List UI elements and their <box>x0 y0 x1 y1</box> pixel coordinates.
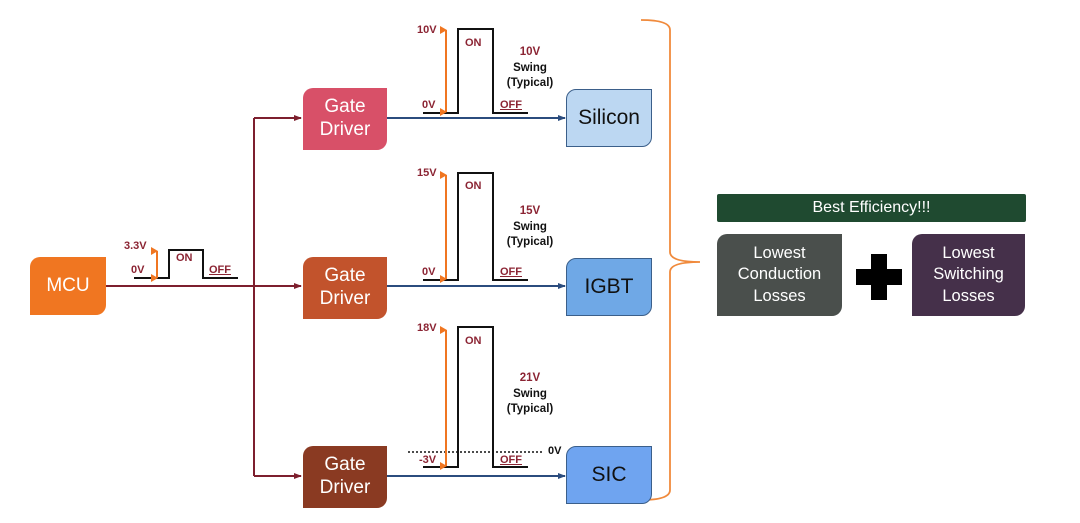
sic-high-label: 18V <box>417 322 437 334</box>
swing-line2: Swing <box>513 61 547 74</box>
swing-line3: (Typical) <box>506 77 554 90</box>
gate-driver-label-line2: Driver <box>319 288 371 309</box>
sic-off-label: OFF <box>500 454 522 466</box>
gate-driver-label-line1: Gate <box>324 96 366 118</box>
swing-value: 15V <box>519 205 541 217</box>
best-efficiency-banner: Best Efficiency!!! <box>717 194 1026 222</box>
silicon-waveform <box>423 28 528 114</box>
igbt-waveform <box>423 172 528 281</box>
gate-driver-label-line1: Gate <box>324 265 366 287</box>
swing-line2: Swing <box>513 220 547 233</box>
device-igbt: IGBT <box>566 258 652 316</box>
igbt-low-label: 0V <box>422 266 436 278</box>
grouping-brace <box>640 19 701 501</box>
device-sic: SIC <box>566 446 652 504</box>
mcu-high-label: 3.3V <box>124 240 147 252</box>
device-label: IGBT <box>584 275 634 299</box>
swing-value: 10V <box>519 46 541 58</box>
silicon-high-label: 10V <box>417 24 437 36</box>
gate-driver-label-line1: Gate <box>324 454 366 476</box>
mcu-off-label: OFF <box>209 264 231 276</box>
gate-driver-label-line2: Driver <box>319 477 371 498</box>
silicon-off-label: OFF <box>500 99 522 111</box>
loss-line3: Losses <box>942 286 995 305</box>
mcu-low-label: 0V <box>131 264 145 276</box>
loss-line2: Switching <box>933 265 1004 284</box>
device-silicon: Silicon <box>566 89 652 147</box>
igbt-high-label: 15V <box>417 167 437 179</box>
mcu-on-label: ON <box>176 252 193 264</box>
plus-icon <box>856 254 902 300</box>
loss-line3: Losses <box>753 286 806 305</box>
swing-line3: (Typical) <box>506 403 554 416</box>
device-label: SIC <box>591 463 627 487</box>
loss-line1: Lowest <box>753 243 806 262</box>
mcu-label: MCU <box>46 274 90 296</box>
loss-line2: Conduction <box>737 265 822 284</box>
sic-waveform <box>423 326 528 468</box>
gate-driver-label-line2: Driver <box>319 119 371 140</box>
silicon-swing-note: 10V Swing (Typical) <box>499 45 561 92</box>
mcu-block: MCU <box>30 257 106 315</box>
sic-swing-note: 21V Swing (Typical) <box>499 371 561 418</box>
device-label: Silicon <box>578 106 640 130</box>
swing-value: 21V <box>519 372 541 384</box>
igbt-on-label: ON <box>465 180 482 192</box>
igbt-off-label: OFF <box>500 266 522 278</box>
silicon-on-label: ON <box>465 37 482 49</box>
sic-low-label: -3V <box>419 454 437 466</box>
igbt-swing-note: 15V Swing (Typical) <box>499 204 561 251</box>
sic-on-label: ON <box>465 335 482 347</box>
silicon-low-label: 0V <box>422 99 436 111</box>
loss-line1: Lowest <box>942 243 995 262</box>
mcu-waveform <box>134 249 238 279</box>
swing-line2: Swing <box>513 387 547 400</box>
sic-zero-ref-label: 0V <box>548 445 562 457</box>
swing-line3: (Typical) <box>506 236 554 249</box>
